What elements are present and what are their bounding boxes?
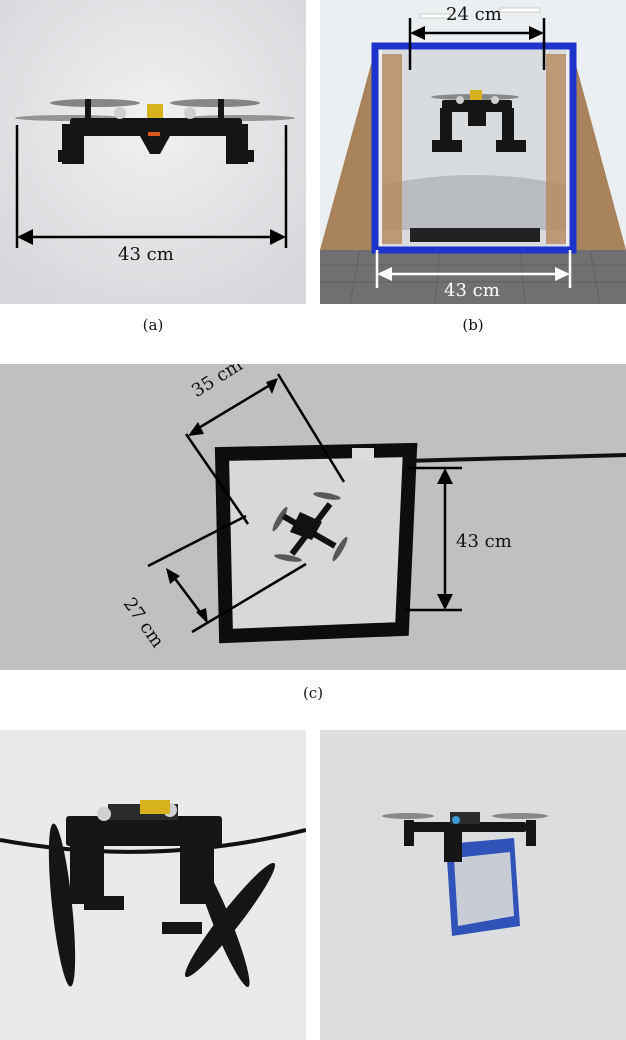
drone-perched-on-cable-photo — [0, 730, 306, 1040]
dimension-label-right: 43 cm — [456, 531, 512, 552]
photo-panel-d — [0, 730, 306, 1040]
caption-c: (c) — [302, 684, 324, 702]
photo-panel-e — [320, 730, 626, 1040]
dimension-label-bottom: 43 cm — [444, 280, 500, 301]
drone — [58, 99, 254, 164]
box-frame — [371, 42, 577, 254]
propeller-blur — [50, 99, 140, 107]
cardboard-ramp-right — [572, 50, 626, 250]
drone-front-view-photo — [0, 0, 306, 304]
caption-b: (b) — [462, 316, 484, 334]
payload-box — [444, 832, 520, 936]
cardboard-ramp-left — [320, 50, 375, 250]
propeller-blur — [170, 99, 260, 107]
drone — [272, 492, 348, 562]
photo-panel-c: 35 cm 43 cm 27 cm — [0, 364, 626, 670]
drone — [431, 90, 526, 152]
dimension-label-top: 24 cm — [446, 4, 502, 25]
drone — [48, 800, 276, 987]
drone-through-box-photo — [320, 0, 626, 304]
square-frame — [214, 442, 418, 644]
dimension-label-width: 43 cm — [118, 244, 174, 265]
drone-through-tilted-frame-photo — [0, 364, 626, 670]
drone — [382, 812, 548, 846]
drone-carrying-box-photo — [320, 730, 626, 1040]
photo-panel-a: 43 cm — [0, 0, 306, 304]
photo-panel-b: 24 cm 43 cm — [320, 0, 626, 304]
caption-a: (a) — [142, 316, 164, 334]
